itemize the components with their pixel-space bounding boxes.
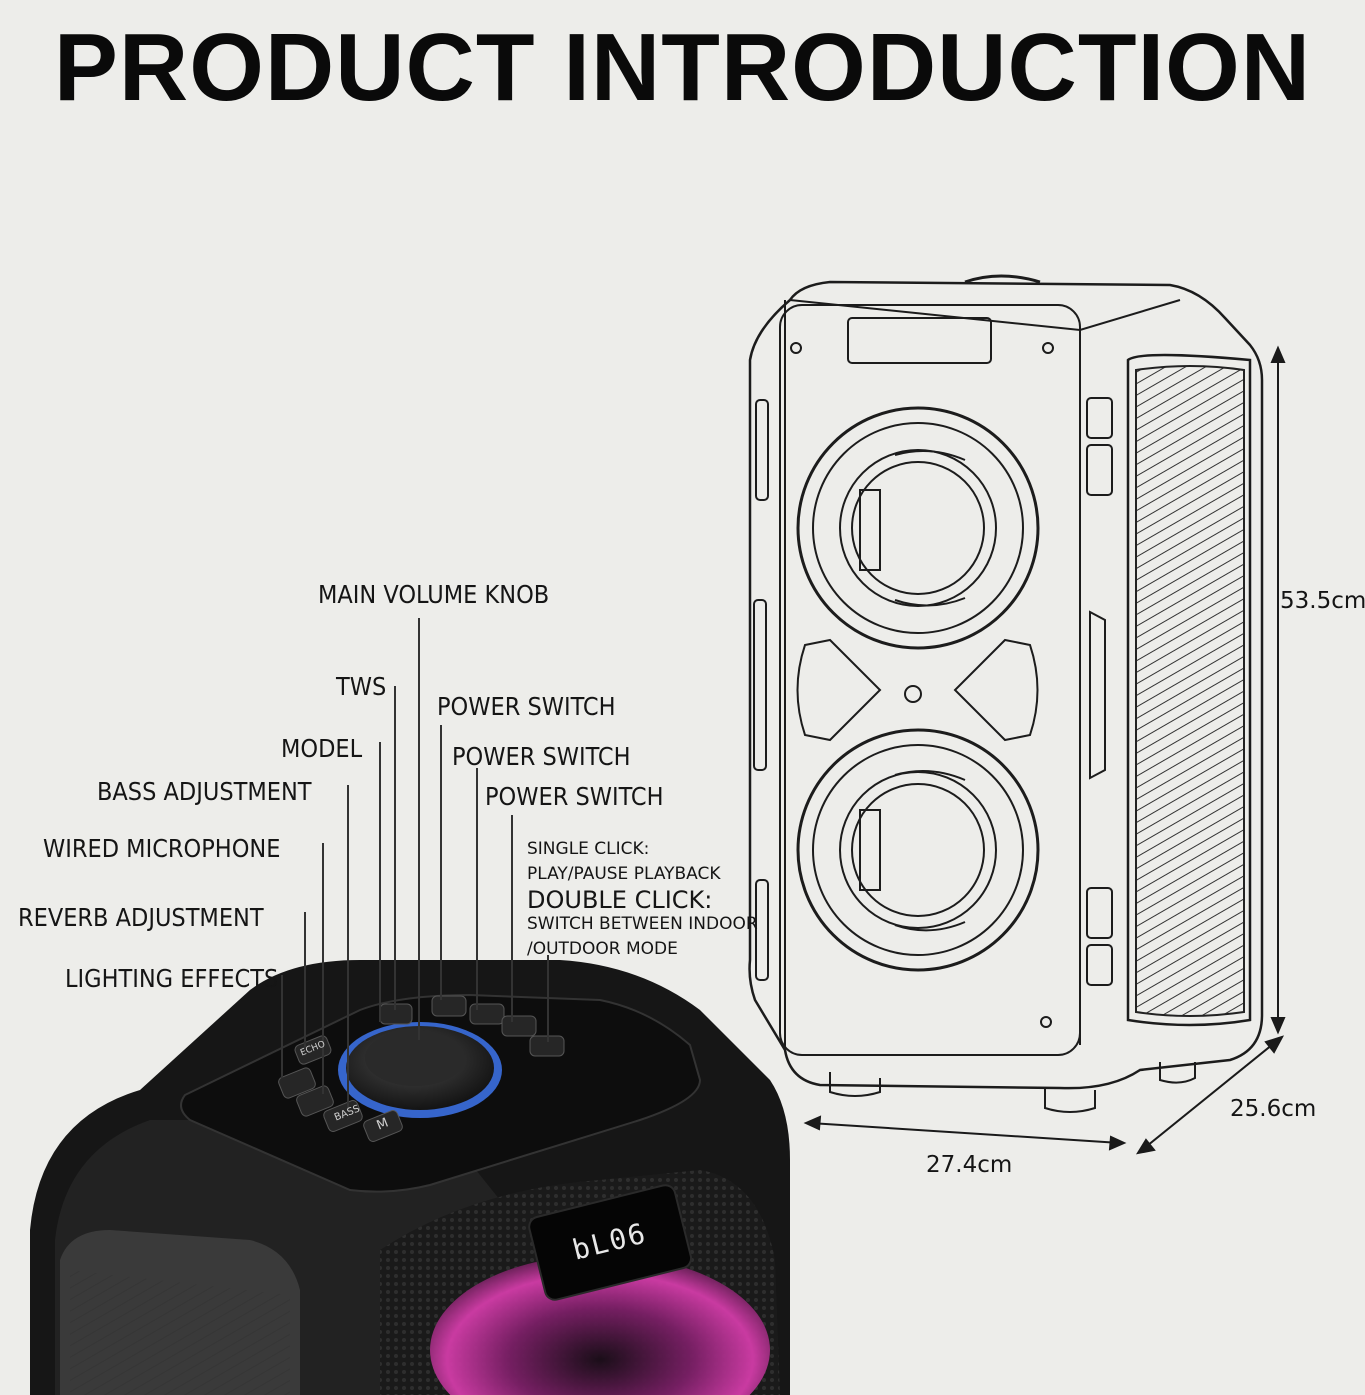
callout-model: MODEL [281,734,363,763]
speaker-line-drawing [748,274,1264,1113]
note-double-action-1: SWITCH BETWEEN INDOOR [527,914,758,934]
callout-reverb-adjustment: REVERB ADJUSTMENT [18,903,264,932]
callout-tws: TWS [336,672,387,701]
callout-bass-adjustment: BASS ADJUSTMENT [97,777,312,806]
speaker-photo [30,960,790,1395]
callout-main-volume-knob: MAIN VOLUME KNOB [318,580,550,609]
callout-wired-microphone: WIRED MICROPHONE [43,834,281,863]
callout-power-switch-3: POWER SWITCH [485,782,664,811]
note-single-click: SINGLE CLICK: [527,839,650,859]
callout-leader-lines [281,618,549,1108]
callout-lighting-effects: LIGHTING EFFECTS [65,964,279,993]
callout-power-switch-2: POWER SWITCH [452,742,631,771]
dimension-lines [803,345,1286,1155]
note-double-action-2: /OUTDOOR MODE [527,939,678,959]
dimension-width: 27.4cm [926,1152,1013,1178]
note-double-click: DOUBLE CLICK: [527,886,713,914]
page-title: PRODUCT INTRODUCTION [53,14,1312,121]
dimension-height: 53.5cm [1280,588,1365,614]
dimension-depth: 25.6cm [1230,1096,1317,1122]
callout-power-switch-1: POWER SWITCH [437,692,616,721]
note-single-action: PLAY/PAUSE PLAYBACK [527,864,721,884]
